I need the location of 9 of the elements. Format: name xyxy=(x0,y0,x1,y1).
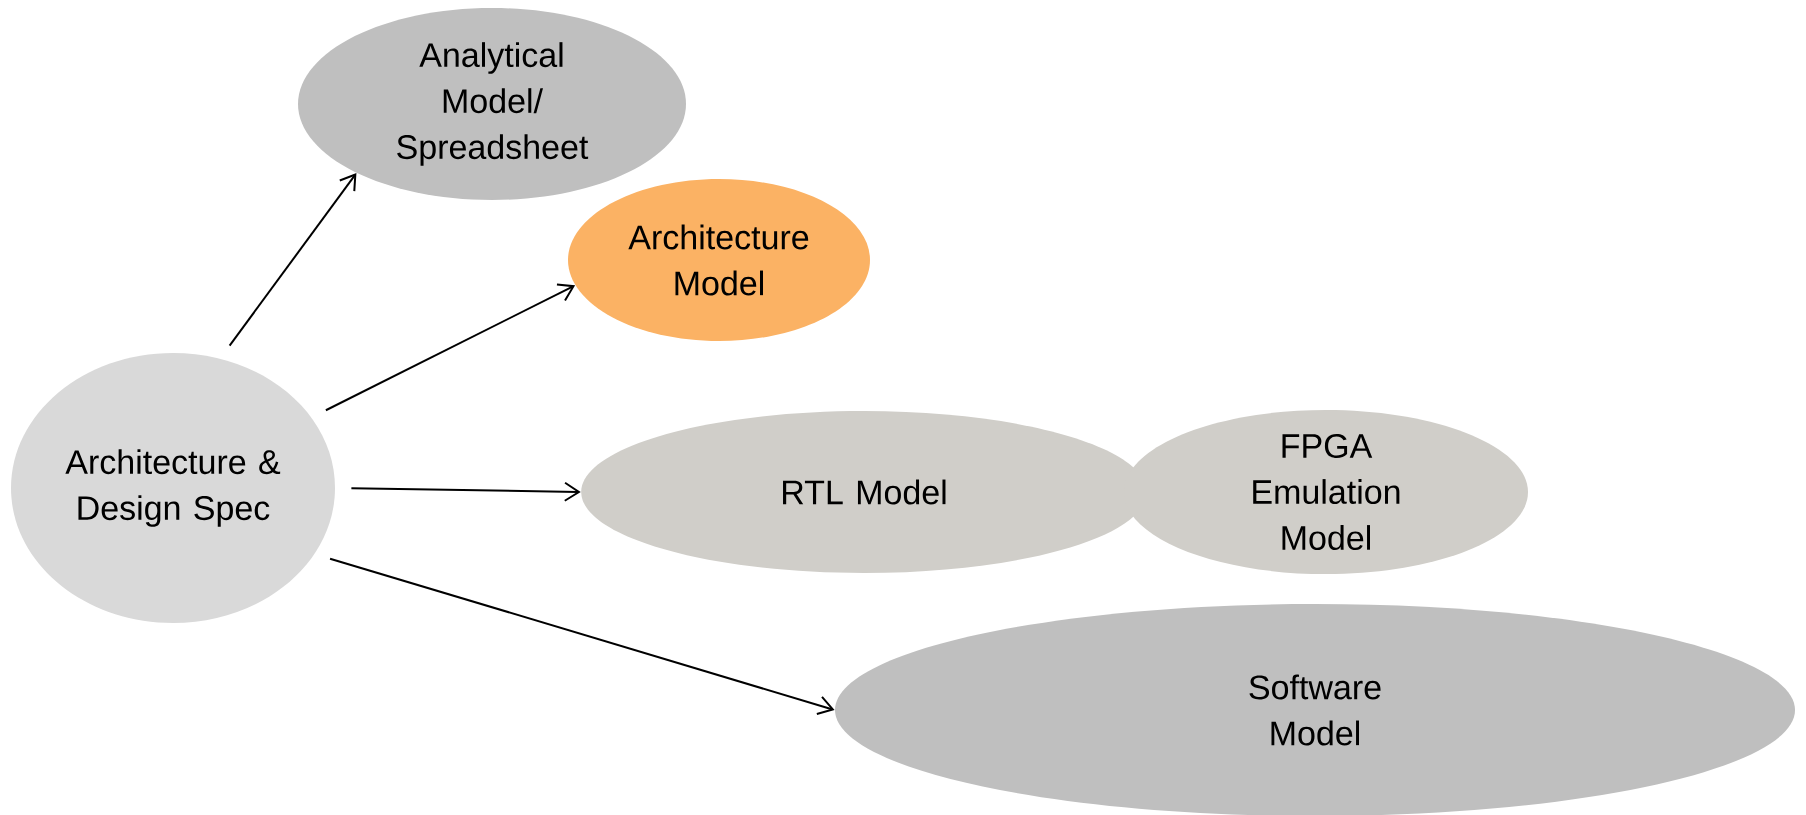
arrow xyxy=(350,481,581,502)
ellipse-node: RTL Model xyxy=(581,411,1147,573)
ellipse-node: Architecture Model xyxy=(568,179,870,341)
ellipse-node: Architecture & Design Spec xyxy=(11,353,335,623)
ellipse-node: FPGA Emulation Model xyxy=(1124,409,1528,575)
arrow xyxy=(228,173,357,347)
arrow xyxy=(329,557,835,716)
arrow xyxy=(324,283,576,412)
ellipse-node: Analytical Model/ Spreadsheet xyxy=(298,8,686,200)
